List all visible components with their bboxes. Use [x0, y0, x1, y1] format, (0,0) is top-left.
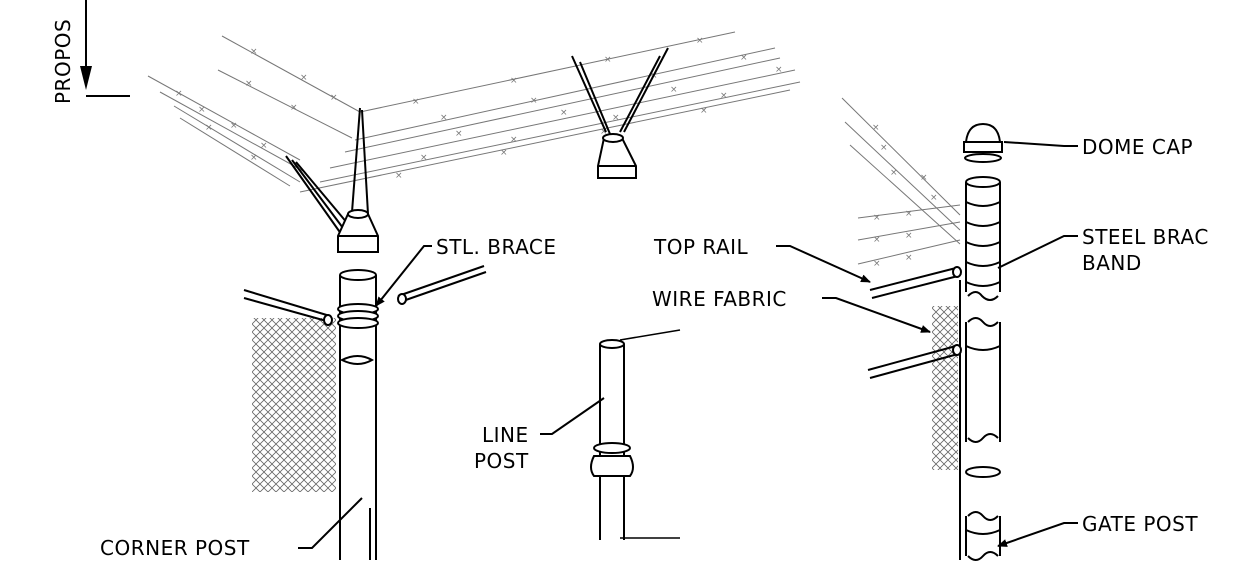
svg-text:×: ×	[250, 153, 258, 163]
svg-text:×: ×	[700, 106, 708, 116]
svg-text:×: ×	[696, 36, 704, 46]
wire-fabric-callout: WIRE FABRIC	[652, 287, 931, 333]
svg-text:×: ×	[510, 135, 518, 145]
svg-text:×: ×	[560, 108, 568, 118]
svg-text:×: ×	[720, 91, 728, 101]
svg-text:×: ×	[290, 103, 298, 113]
stl-brace-label: STL. BRACE	[436, 235, 557, 259]
svg-text:×: ×	[905, 209, 913, 219]
svg-text:×: ×	[920, 173, 928, 183]
line-post-label-line2: POST	[474, 449, 529, 473]
steel-brace-label-line2: BAND	[1082, 251, 1142, 275]
svg-text:×: ×	[205, 123, 213, 133]
svg-text:×: ×	[230, 121, 238, 131]
dome-cap-label: DOME CAP	[1082, 135, 1193, 159]
svg-text:×: ×	[420, 153, 428, 163]
svg-text:×: ×	[872, 123, 880, 133]
corner-wire-fabric	[252, 318, 336, 492]
corner-post-callout: CORNER POST	[100, 497, 363, 560]
svg-text:×: ×	[440, 113, 448, 123]
svg-text:×: ×	[198, 105, 206, 115]
stl-brace-callout: STL. BRACE	[375, 235, 557, 307]
svg-text:×: ×	[245, 79, 253, 89]
svg-text:×: ×	[880, 143, 888, 153]
svg-text:×: ×	[412, 97, 420, 107]
top-rail-label: TOP RAIL	[653, 235, 749, 259]
svg-text:×: ×	[300, 73, 308, 83]
dome-cap-callout: DOME CAP	[1003, 135, 1193, 159]
svg-text:×: ×	[905, 253, 913, 263]
svg-text:×: ×	[604, 55, 612, 65]
svg-text:×: ×	[740, 53, 748, 63]
svg-text:×: ×	[873, 259, 881, 269]
svg-text:×: ×	[775, 65, 783, 75]
line-post-leader	[540, 397, 605, 435]
svg-text:×: ×	[500, 148, 508, 158]
line-post: LINE POST	[474, 329, 681, 540]
gate-wire-fabric	[932, 306, 958, 470]
wire-fabric-label: WIRE FABRIC	[652, 287, 787, 311]
svg-text:×: ×	[930, 193, 938, 203]
svg-text:×: ×	[890, 168, 898, 178]
svg-text:×: ×	[530, 96, 538, 106]
gate-post	[867, 122, 1003, 561]
proposed-label: PROPOS	[51, 19, 75, 104]
proposed-marker: PROPOS	[51, 0, 130, 104]
center-barb-arm	[571, 47, 669, 179]
svg-text:×: ×	[330, 93, 338, 103]
svg-text:×: ×	[175, 89, 183, 99]
svg-text:×: ×	[510, 76, 518, 86]
svg-text:×: ×	[260, 141, 268, 151]
corner-post-label: CORNER POST	[100, 536, 250, 560]
corner-post	[243, 265, 487, 560]
proposed-arrowhead	[80, 66, 92, 90]
svg-text:×: ×	[455, 129, 463, 139]
svg-text:×: ×	[250, 47, 258, 57]
steel-brace-band-callout: STEEL BRAC BAND	[997, 225, 1209, 275]
steel-brace-label-line1: STEEL BRAC	[1082, 225, 1209, 249]
corner-barb-arm	[285, 107, 379, 253]
svg-text:×: ×	[873, 235, 881, 245]
gate-post-callout: GATE POST	[997, 512, 1198, 547]
svg-text:×: ×	[873, 213, 881, 223]
top-rail-callout: TOP RAIL	[653, 235, 871, 283]
barbed-wires-left: × × × × × × × × × × ×	[147, 35, 361, 187]
svg-text:×: ×	[600, 127, 608, 137]
svg-text:×: ×	[905, 231, 913, 241]
barbed-wires-top: × × × × × × × × × × × × × × × × × × × ×	[299, 31, 801, 193]
line-post-label-line1: LINE	[482, 423, 529, 447]
svg-text:×: ×	[670, 85, 678, 95]
barbed-wires-right: × × × × × × × × × × ×	[841, 97, 961, 269]
svg-text:×: ×	[395, 171, 403, 181]
svg-text:×: ×	[612, 113, 620, 123]
gate-post-label: GATE POST	[1082, 512, 1198, 536]
